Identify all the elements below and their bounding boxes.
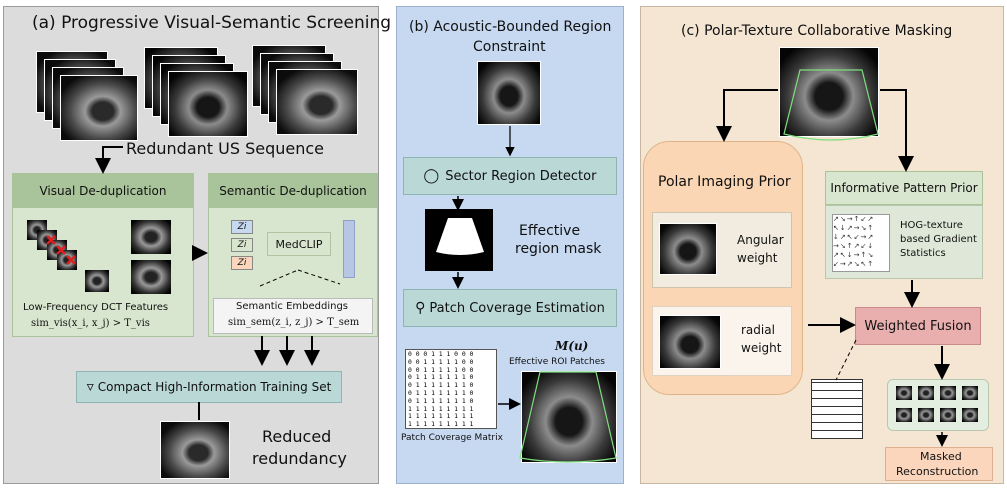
- radial-card: radial weight: [652, 306, 792, 376]
- arrow-us-to-polar: [716, 89, 778, 142]
- sector-detector-box: ◯ Sector Region Detector: [403, 157, 617, 195]
- patch-coverage-label: Patch Coverage Estimation: [429, 300, 605, 316]
- red-x-mark-3: [66, 255, 76, 265]
- polar-prior-box: Polar Imaging Prior Angular weight radia…: [643, 141, 803, 395]
- mu-label: M(u): [555, 339, 589, 353]
- patch-coverage-box: ⚲ Patch Coverage Estimation: [403, 289, 617, 327]
- patch-tiles-box: [887, 379, 989, 431]
- hog-card: ↗↘→↑↙↗↖↓↗→↘↑↓↗↖↙→↗→↘↑↗↙↓↗↖↓→↑↘↙→↗↘↖↑ HOG…: [825, 205, 983, 279]
- dashed-embedding-right: [297, 269, 341, 285]
- matrix-row: 0 1 1 1 1 1 1 1 0: [408, 373, 474, 382]
- red-x-mark-1: [46, 235, 56, 245]
- panel-b-title-1: (b) Acoustic-Bounded Region: [409, 19, 612, 35]
- hog-label-2: based Gradient: [900, 234, 977, 245]
- masked-reconstruction-box: Masked Reconstruction: [885, 447, 993, 481]
- semantic-embedding-label: Semantic Embeddings: [236, 301, 349, 312]
- angular-card: Angular weight: [652, 212, 792, 288]
- visual-dedup-header: Visual De-duplication: [13, 174, 193, 208]
- semantic-embedding-box: Semantic Embeddings sim_sem(z_i, z_j) > …: [213, 298, 373, 334]
- arrow-sequence-to-visual: [95, 146, 123, 174]
- compass-icon: ◯: [423, 168, 440, 184]
- panel-c-title: (c) Polar-Texture Collaborative Masking: [681, 23, 953, 39]
- input-ultrasound: [477, 61, 541, 125]
- matrix-row: 0 0 1 1 1 1 1 0 0: [408, 357, 474, 366]
- funnel-icon: ▿: [86, 379, 94, 395]
- visual-dedup-box: Visual De-duplication Low-Frequency DCT …: [12, 173, 194, 337]
- medclip-box: MedCLIP: [267, 232, 331, 256]
- matrix-row: 0 0 1 1 1 1 1 0 0: [408, 365, 474, 374]
- angular-label-1: Angular: [737, 233, 784, 247]
- arrow-us-to-pattern: [880, 89, 914, 172]
- token-z1: Zi: [231, 220, 253, 234]
- visual-feature-label: Low-Frequency DCT Features: [23, 302, 169, 313]
- matrix-row: 1 1 1 1 1 1 1 1 1: [408, 412, 474, 421]
- redundant-sequence-label: Redundant US Sequence: [126, 139, 325, 158]
- panel-b-title-2: Constraint: [473, 39, 546, 55]
- mask-pattern-grid: [811, 379, 863, 439]
- matrix-row: 1 1 1 1 1 1 1 1 1: [408, 404, 474, 413]
- matrix-row: 0 1 1 1 1 1 1 1 0: [408, 388, 474, 397]
- hog-label-1: HOG-texture: [900, 220, 963, 231]
- roi-fan-outline: [519, 371, 617, 463]
- gridded-ultrasound: [779, 47, 879, 137]
- pattern-prior-box: Informative Pattern Prior: [825, 171, 983, 205]
- hog-grid: ↗↘→↑↙↗↖↓↗→↘↑↓↗↖↙→↗→↘↑↗↙↓↗↖↓→↑↘↙→↗↘↖↑: [832, 214, 890, 272]
- fan-outline: [783, 69, 879, 141]
- polar-prior-label: Polar Imaging Prior: [658, 174, 791, 190]
- matrix-label: Patch Coverage Matrix: [401, 433, 503, 443]
- dashed-fusion-to-mask: [835, 339, 857, 381]
- masked-label-1: Masked: [920, 450, 962, 463]
- red-x-mark-2: [56, 245, 66, 255]
- token-z2: Zi: [231, 238, 253, 252]
- masked-label-2: Reconstruction: [896, 465, 979, 478]
- angular-label-2: weight: [737, 251, 778, 265]
- radial-image: [659, 315, 721, 369]
- mask-label-1: Effective: [519, 223, 581, 239]
- reduced-ultrasound: [160, 421, 230, 479]
- hog-label-3: Statistics: [900, 248, 946, 259]
- reduced-label-1: Reduced: [262, 427, 332, 446]
- matrix-row: 0 1 1 1 1 1 1 1 0: [408, 381, 474, 390]
- panel-c: (c) Polar-Texture Collaborative Masking …: [640, 6, 1004, 484]
- embedding-bar: [343, 220, 355, 278]
- dashed-embedding-left: [259, 269, 299, 287]
- reduced-label-2: redundancy: [252, 449, 347, 468]
- angular-image: [659, 223, 717, 275]
- panel-a-title: (a) Progressive Visual-Semantic Screenin…: [32, 13, 392, 33]
- mask-label-2: region mask: [515, 241, 602, 257]
- training-set-box: ▿ Compact High-Information Training Set: [76, 371, 342, 403]
- coverage-matrix: 0 0 0 1 1 1 0 0 0 0 0 1 1 1 1 1 0 0 0 0 …: [405, 349, 497, 429]
- magnifier-icon: ⚲: [415, 300, 426, 316]
- matrix-row: 0 1 1 1 1 1 1 1 0: [408, 396, 474, 405]
- matrix-row: 0 0 0 1 1 1 0 0 0: [408, 350, 474, 358]
- semantic-dedup-box: Semantic De-duplication Zi Zi Zi MedCLIP…: [208, 173, 378, 337]
- semantic-formula: sim_sem(z_i, z_j) > T_sem: [228, 317, 360, 328]
- radial-label-1: radial: [741, 323, 775, 337]
- semantic-dedup-header: Semantic De-duplication: [209, 174, 377, 208]
- panel-a: (a) Progressive Visual-Semantic Screenin…: [3, 6, 391, 484]
- token-z3: Zi: [231, 256, 253, 270]
- matrix-row: 1 1 1 1 1 1 1 1 1: [408, 420, 474, 429]
- sector-detector-label: Sector Region Detector: [445, 168, 597, 184]
- weighted-fusion-box: Weighted Fusion: [855, 307, 981, 345]
- visual-formula: sim_vis(x_i, x_j) > T_vis: [31, 318, 150, 329]
- roi-label: Effective ROI Patches: [509, 357, 605, 367]
- sector-mask-shape: [436, 218, 484, 255]
- radial-label-2: weight: [741, 341, 782, 355]
- training-set-label: Compact High-Information Training Set: [97, 380, 332, 394]
